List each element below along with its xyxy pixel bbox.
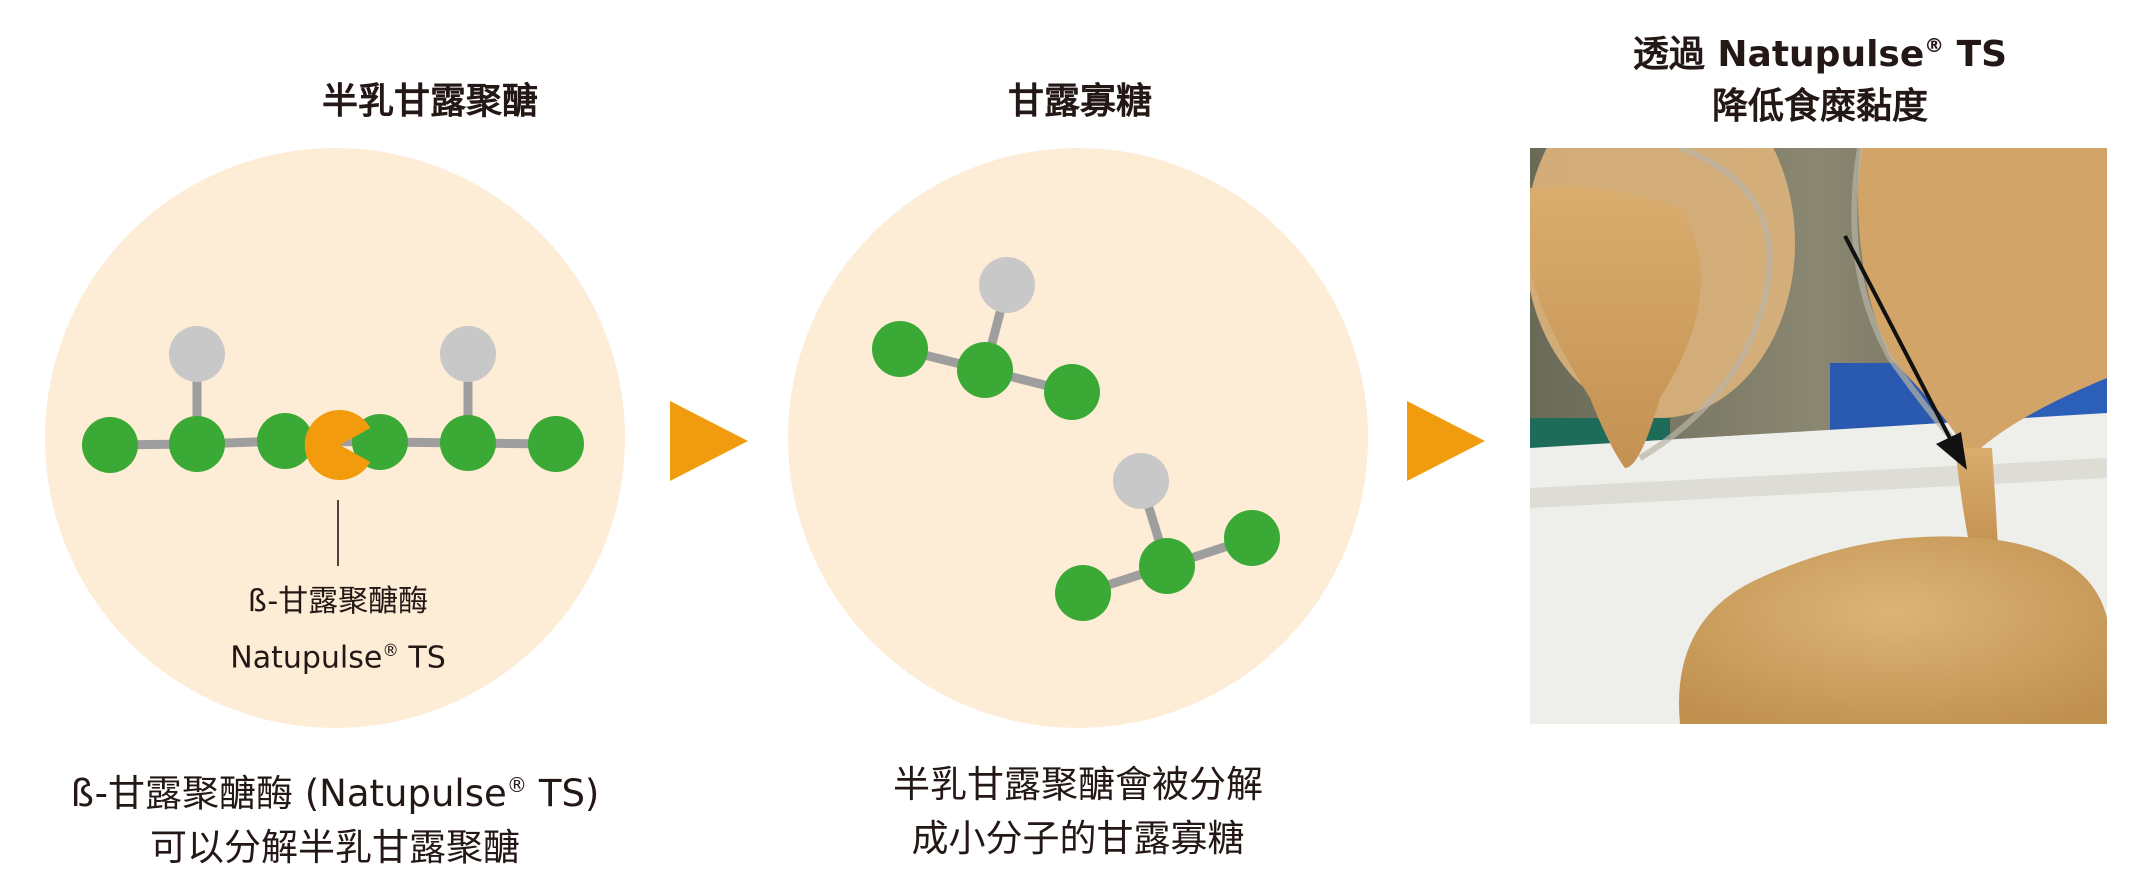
enzyme-suffix: TS (398, 640, 446, 676)
enzyme-brand: Natupulse (230, 640, 383, 676)
caption-text: TS) (527, 772, 600, 816)
panel3-title-line2: 降低食糜黏度 (1711, 85, 1928, 127)
panel2-circle (788, 148, 1368, 728)
registered-mark: ® (506, 773, 528, 797)
pouring-liquid-photo (1530, 148, 2107, 724)
photo-illustration (1530, 148, 2107, 724)
title-text: TS (1944, 33, 2008, 75)
panel2-caption-line1: 半乳甘露聚醣會被分解 (893, 763, 1263, 806)
caption-text: ß-甘露聚醣酶 (Natupulse (70, 772, 507, 816)
flow-arrow-2 (1407, 401, 1485, 481)
enzyme-label-line2: Natupulse® TS (188, 626, 488, 683)
flow-arrow-1 (670, 401, 748, 481)
panel2-caption: 半乳甘露聚醣會被分解 成小分子的甘露寡糖 (778, 758, 1378, 866)
panel2-title: 甘露寡糖 (1007, 81, 1152, 122)
panel1-title: 半乳甘露聚醣 (321, 81, 538, 122)
panel3-title-line1: 透過 Natupulse® TS (1570, 20, 2070, 81)
registered-mark: ® (1924, 34, 1945, 57)
panel2-caption-line2: 成小分子的甘露寡糖 (911, 817, 1245, 860)
registered-mark: ® (382, 641, 399, 660)
panel1-caption: ß-甘露聚醣酶 (Natupulse® TS) 可以分解半乳甘露聚醣 (35, 758, 635, 875)
panel3-title: 透過 Natupulse® TS 降低食糜黏度 (1570, 20, 2070, 133)
panel1-caption-line2: 可以分解半乳甘露聚醣 (150, 826, 520, 870)
title-text: 透過 Natupulse (1632, 33, 1925, 75)
enzyme-label: ß-甘露聚醣酶 Natupulse® TS (188, 577, 488, 683)
panel1-caption-line1: ß-甘露聚醣酶 (Natupulse® TS) (35, 758, 635, 821)
enzyme-label-line1: ß-甘露聚醣酶 (247, 584, 429, 619)
